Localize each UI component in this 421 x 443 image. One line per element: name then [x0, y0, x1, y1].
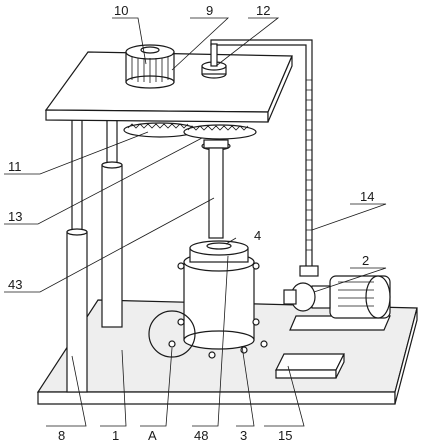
- label-2: 2: [362, 253, 369, 268]
- label-43: 43: [8, 277, 22, 292]
- label-14: 14: [360, 189, 374, 204]
- rear-support-rod: [101, 109, 123, 328]
- label-12: 12: [256, 3, 270, 18]
- leader-lines: [4, 17, 387, 427]
- label-8: 8: [58, 428, 65, 443]
- label-4: 4: [254, 228, 261, 243]
- tank-3: [168, 240, 268, 359]
- label-9: 9: [206, 3, 213, 18]
- label-13: 13: [8, 209, 22, 224]
- part-labels: 10 9 12 11 13 43 4 14 2 8 1 A 48 3 15: [8, 3, 374, 443]
- shaft-43: [208, 147, 224, 239]
- gear-13: [183, 124, 257, 151]
- label-1: 1: [112, 428, 119, 443]
- box-15: [275, 353, 345, 379]
- motor-10: [125, 44, 175, 89]
- label-48: 48: [194, 428, 208, 443]
- label-3: 3: [240, 428, 247, 443]
- connector-12: [201, 43, 227, 79]
- label-15: 15: [278, 428, 292, 443]
- label-10: 10: [114, 3, 128, 18]
- pump-2: [283, 275, 391, 331]
- label-11: 11: [8, 159, 22, 174]
- detail-circle-a: [148, 310, 196, 358]
- left-support-rod: [66, 119, 88, 393]
- pipe-14: [210, 39, 319, 277]
- label-a: A: [148, 428, 157, 443]
